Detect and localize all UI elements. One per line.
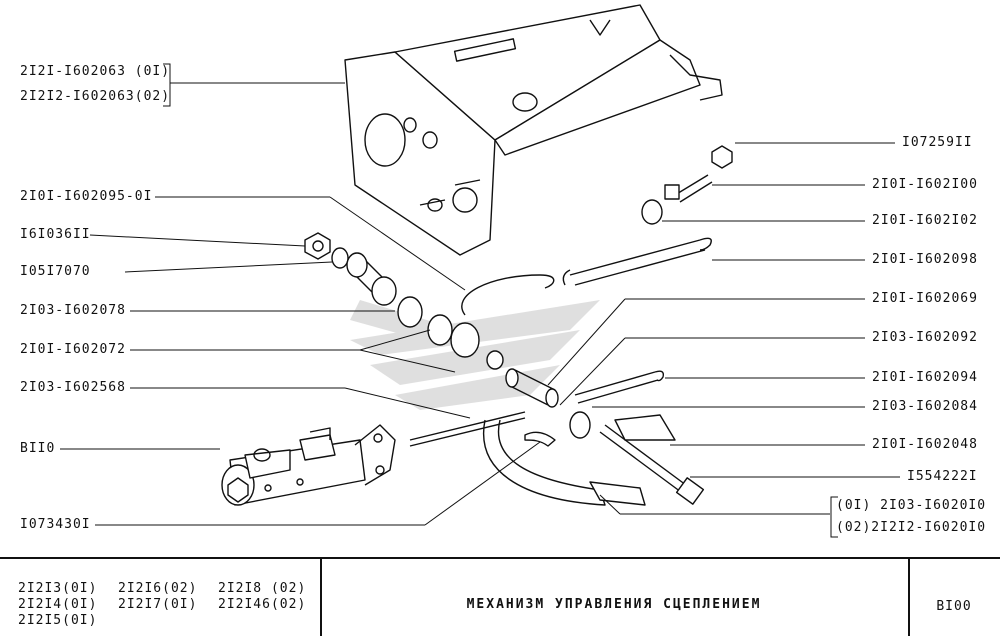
- pedal-bracket: [344, 4, 723, 256]
- part-label: BII0: [20, 441, 56, 456]
- model-code: 2I2I4(0I): [18, 597, 98, 612]
- bushing-1: [346, 252, 397, 306]
- watermark-logo: [350, 300, 600, 410]
- part-label: 2I03-I602084: [872, 399, 978, 414]
- title-block: 2I2I3(0I) 2I2I6(02) 2I2I8 (02) 2I2I4(0I)…: [0, 557, 1000, 636]
- part-label: I554222I: [907, 469, 978, 484]
- part-label: 2I03-I602078: [20, 303, 126, 318]
- stop-nut: [711, 145, 733, 169]
- rubber-buffer: [641, 199, 663, 225]
- part-label: 2I0I-I602095-0I: [20, 189, 153, 204]
- washer-right: [569, 411, 591, 439]
- part-label: 2I2I2-I602063(02): [20, 89, 171, 104]
- part-label: I07259II: [902, 135, 973, 150]
- drawing-title: МЕХАНИЗМ УПРАВЛЕНИЯ СЦЕПЛЕНИЕМ: [466, 597, 762, 612]
- stop-bolt: [664, 174, 713, 203]
- part-label: 2I0I-I602048: [872, 437, 978, 452]
- model-code: 2I2I8 (02): [218, 581, 307, 596]
- model-code: 2I2I3(0I): [18, 581, 98, 596]
- push-rod: [409, 411, 526, 447]
- part-label: 2I0I-I602I00: [872, 177, 978, 192]
- washer-left: [331, 247, 349, 269]
- part-label: 2I03-I602092: [872, 330, 978, 345]
- spring-clip: [461, 274, 555, 316]
- clutch-mechanism-drawing: [60, 4, 900, 538]
- part-label: I6I036II: [20, 227, 91, 242]
- part-label: 2I0I-I602072: [20, 342, 126, 357]
- leader-lines: [60, 63, 900, 538]
- sheet-number-cell: BI00: [908, 559, 1000, 636]
- bushing-2: [397, 296, 504, 370]
- cotter-pin: [524, 431, 556, 447]
- drawing-title-cell: МЕХАНИЗМ УПРАВЛЕНИЯ СЦЕПЛЕНИЕМ: [320, 559, 910, 636]
- master-cylinder: [221, 424, 396, 506]
- model-code: 2I2I5(0I): [18, 613, 98, 628]
- pedal-bolt: [599, 424, 705, 505]
- part-label: 2I0I-I602I02: [872, 213, 978, 228]
- pedal-pad: [614, 414, 676, 441]
- nut-left: [304, 232, 331, 260]
- model-codes-cell: 2I2I3(0I) 2I2I6(02) 2I2I8 (02) 2I2I4(0I)…: [0, 559, 322, 636]
- model-code: 2I2I46(02): [218, 597, 307, 612]
- part-label: 2I0I-I602098: [872, 252, 978, 267]
- return-spring-upper: [562, 237, 712, 286]
- part-label: 2I0I-I602069: [872, 291, 978, 306]
- sheet-number: BI00: [936, 599, 972, 614]
- model-code: 2I2I6(02): [118, 581, 198, 596]
- return-spring-lower: [574, 370, 665, 404]
- model-code: 2I2I7(0I): [118, 597, 198, 612]
- part-label: (0I) 2I03-I6020I0: [836, 498, 987, 513]
- part-label: 2I03-I602568: [20, 380, 126, 395]
- part-label: 2I0I-I602094: [872, 370, 978, 385]
- part-label: I05I7070: [20, 264, 91, 279]
- part-label: 2I2I-I602063 (0I): [20, 64, 171, 79]
- part-label: I073430I: [20, 517, 91, 532]
- pivot-tube: [505, 368, 559, 408]
- part-label: (02)2I2I2-I6020I0: [836, 520, 987, 535]
